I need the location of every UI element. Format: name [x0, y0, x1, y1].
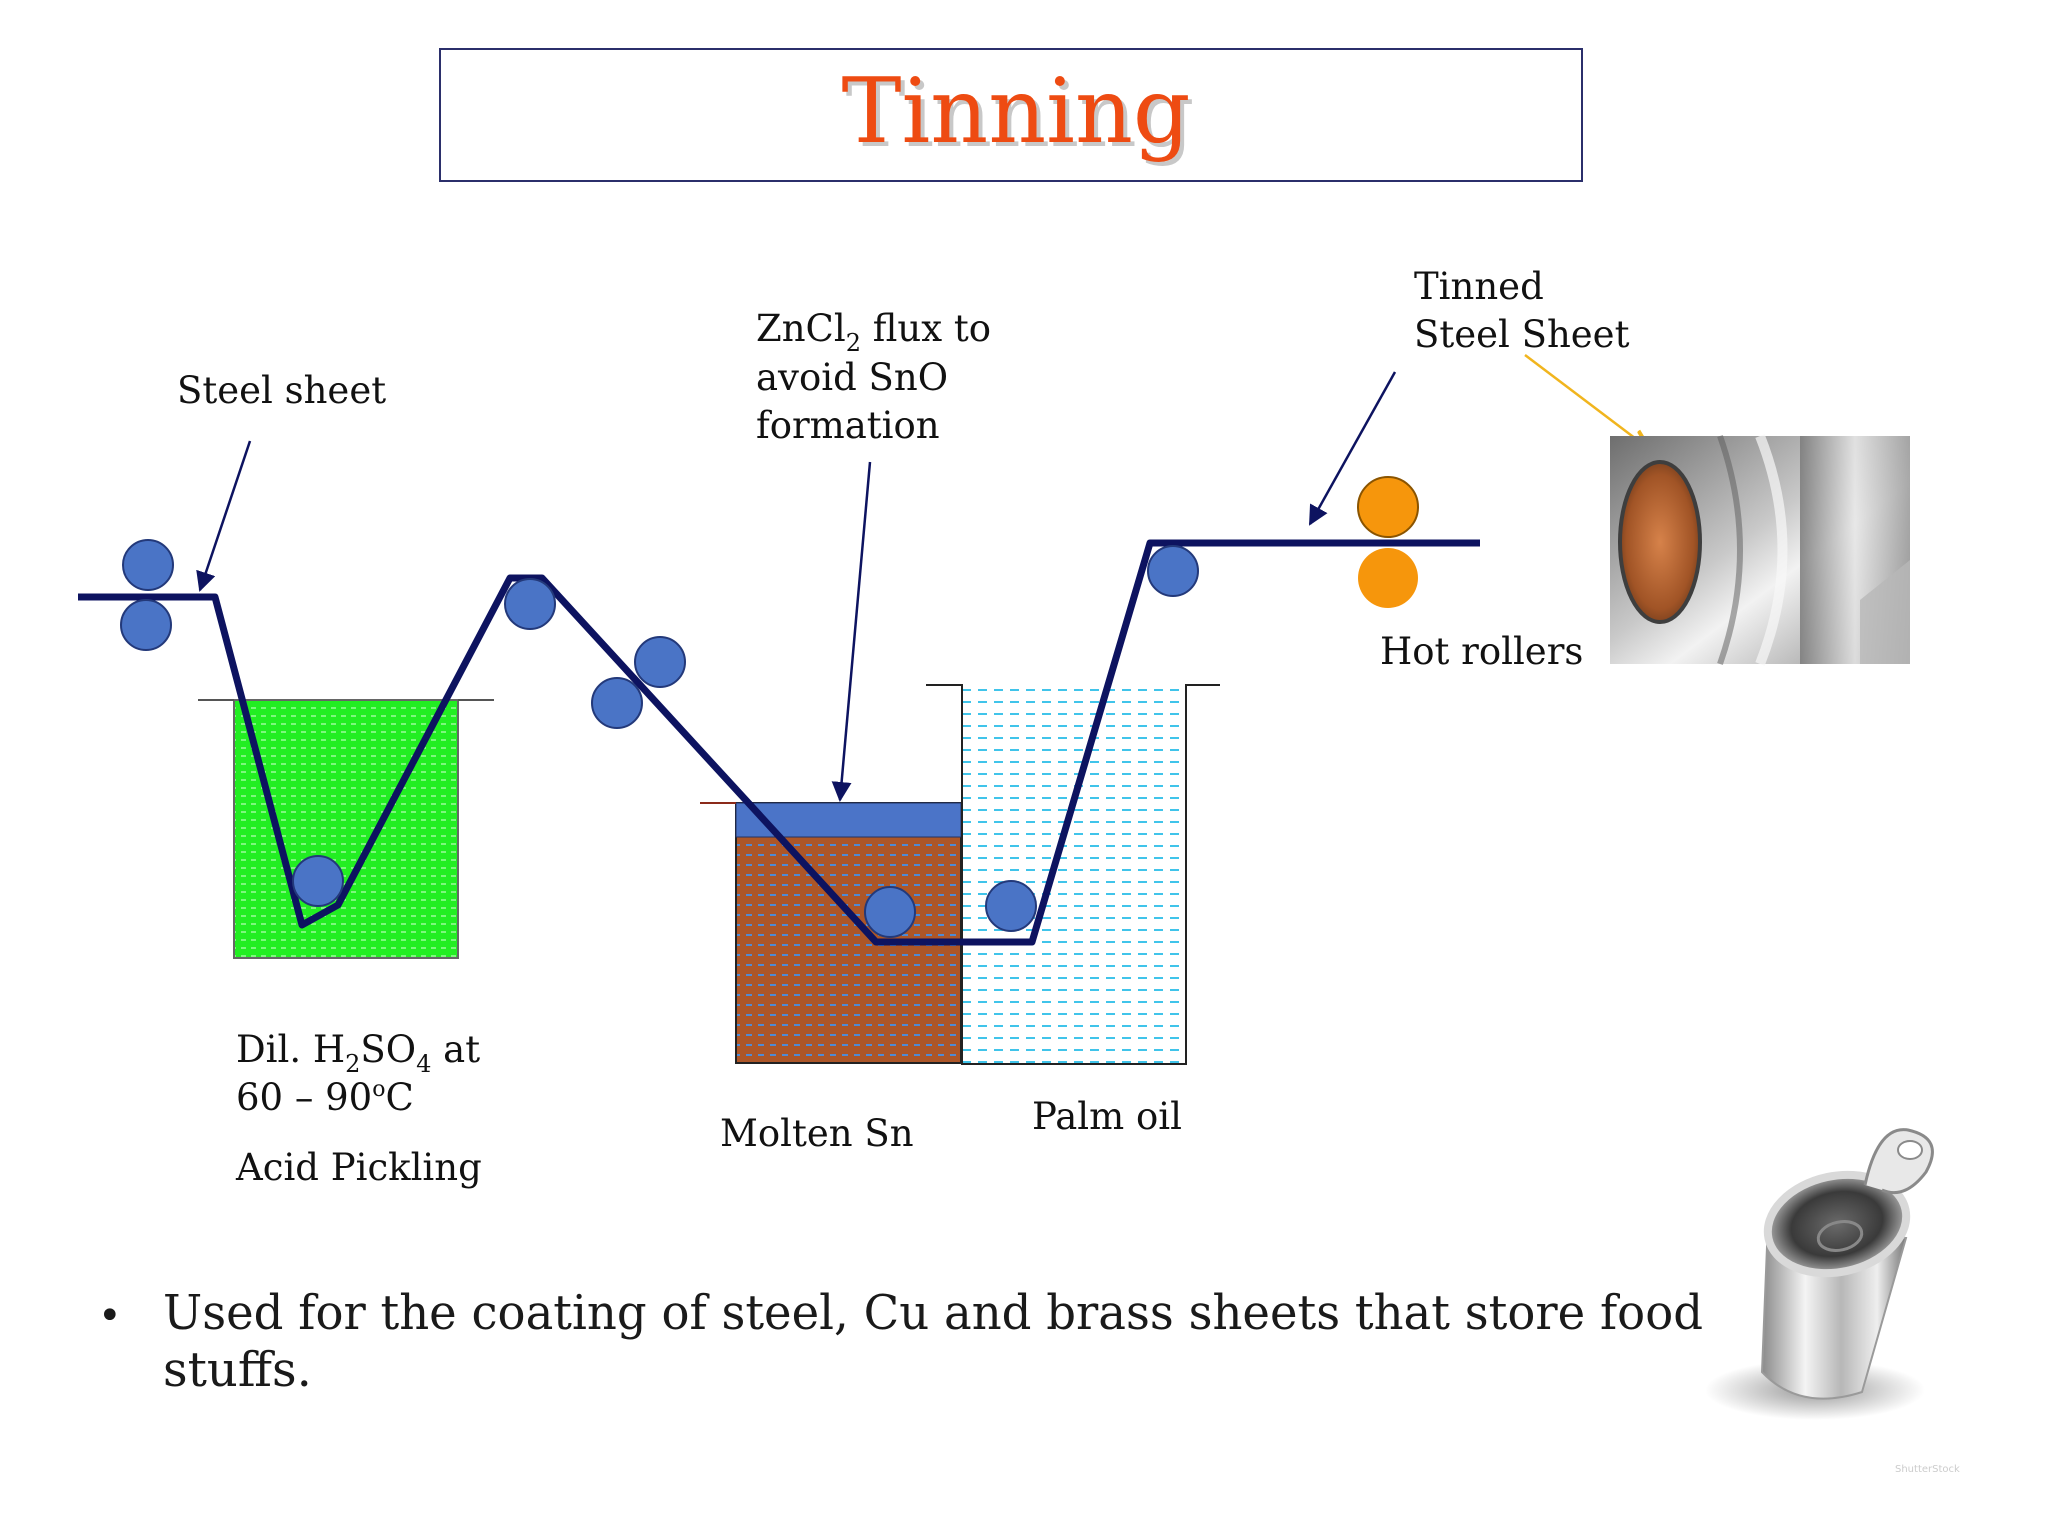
flux-arrow [831, 461, 872, 802]
tin-can-image: ShutterStock [1705, 1128, 1960, 1475]
hot-roller-bottom [1358, 548, 1418, 608]
guide-rollers [120, 539, 1199, 938]
temperature-label: 60 – 90oC [236, 1076, 414, 1119]
molten-sn-label: Molten Sn [720, 1112, 914, 1155]
roller-pair-lower [591, 677, 643, 729]
flux-label-line3: formation [756, 404, 940, 447]
palm-oil-label: Palm oil [1032, 1095, 1182, 1138]
roller-entry-top [122, 539, 174, 591]
svg-text:ShutterStock: ShutterStock [1895, 1464, 1960, 1475]
hot-rollers-label: Hot rollers [1380, 630, 1583, 673]
page-title: Tinning [841, 59, 1190, 164]
hot-rollers [1357, 476, 1419, 608]
roller-pair-upper [634, 636, 686, 688]
tinned-sheet-label-line2: Steel Sheet [1414, 313, 1630, 356]
hot-roller-top [1357, 476, 1419, 538]
can-opening-icon [1763, 1170, 1911, 1278]
coil-core-icon [1620, 462, 1700, 622]
pull-tab-icon [1863, 1128, 1934, 1195]
acid-pickling-label: Acid Pickling [235, 1146, 482, 1189]
zncl2-flux-layer [735, 802, 962, 838]
roller-entry-bottom [120, 599, 172, 651]
molten-tin-bath [700, 802, 995, 1064]
tinned-steel-coil-image [1610, 434, 1910, 666]
title-box: Tinning Tinning [439, 48, 1583, 182]
bullet-line-1: Used for the coating of steel, Cu and br… [163, 1285, 1703, 1341]
title-shadow: Tinning [845, 63, 1194, 168]
bullet-symbol: • [98, 1293, 122, 1339]
roller-tin-bottom [864, 886, 916, 938]
steel-sheet-arrow [196, 440, 252, 592]
image-arrow [1524, 354, 1648, 448]
tinned-sheet-label-line1: Tinned [1414, 265, 1544, 308]
tinned-sheet-arrow [1308, 371, 1397, 526]
palm-oil-bath [926, 684, 1220, 1065]
flux-label-line2: avoid SnO [756, 356, 948, 399]
roller-acid-bottom [292, 855, 344, 907]
steel-sheet-path [78, 539, 1480, 946]
steel-sheet-label: Steel sheet [177, 369, 386, 412]
roller-oil-bottom [985, 880, 1037, 932]
roller-exit [1147, 545, 1199, 597]
roller-top-middle [504, 578, 556, 630]
bullet-line-2: stuffs. [163, 1342, 312, 1398]
acid-label: Dil. H2SO4 at [236, 1028, 480, 1078]
acid-bath [198, 699, 494, 959]
flux-label: ZnCl2 flux to [756, 307, 991, 357]
